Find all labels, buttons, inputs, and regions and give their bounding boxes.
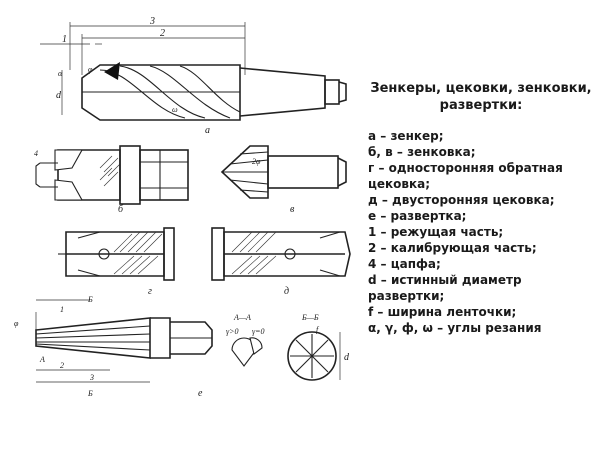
figure-v-label: в	[290, 204, 295, 215]
label-e-dim-1: 1	[60, 305, 64, 314]
label-alpha: α	[58, 69, 63, 78]
label-mark-b-bottom: Б	[87, 389, 93, 398]
section-bb-label: Б—Б	[301, 313, 319, 322]
legend-item: 4 – цапфа;	[368, 257, 441, 271]
figure-e-label: е	[198, 388, 203, 399]
legend-item: б, в – зенковка;	[368, 145, 476, 159]
label-d: d	[56, 90, 62, 101]
figure-d-double-spotface: д	[211, 227, 351, 297]
figure-d-label: д	[284, 286, 289, 297]
figure-e-reamer: 1 2 3 φ Б А Б е	[14, 295, 213, 399]
figure-g-back-spotface: г	[58, 227, 175, 297]
section-bb: Б—Б d f	[287, 313, 350, 381]
legend-item: д – двусторонняя цековка;	[368, 193, 555, 207]
figure-b-countersink: 4 б	[34, 145, 189, 215]
gamma-left: γ>0	[226, 327, 239, 336]
legend-item: d – истинный диаметр развертки;	[368, 273, 522, 303]
figure-b-label: б	[118, 204, 124, 215]
legend-title-line1: Зенкеры, цековки, зенковки,	[370, 81, 592, 96]
legend-title-line2: развертки:	[439, 98, 523, 113]
legend: Зенкеры, цековки, зенковки, развертки: а…	[368, 80, 594, 336]
label-2phi: 2φ	[252, 157, 261, 166]
figure-a-label: а	[205, 125, 210, 136]
figure-a-countersink-drill: d 3 2 1 α φ ω а	[40, 16, 347, 136]
label-dim-3: 3	[149, 16, 155, 27]
label-dim-1: 1	[62, 34, 67, 45]
legend-item: α, γ, ф, ω – углы резания	[368, 321, 542, 335]
label-mark-a: А	[39, 355, 45, 364]
label-e-dim-3: 3	[89, 373, 94, 382]
gamma-right: γ=0	[252, 327, 265, 336]
label-phi-a: φ	[88, 65, 93, 74]
figure-g-label: г	[148, 286, 152, 297]
section-aa-label: А—А	[233, 313, 251, 322]
section-bb-d: d	[344, 352, 350, 363]
section-bb-f: f	[316, 325, 320, 334]
figure-v-conical-countersink: 2φ в	[220, 145, 347, 215]
legend-item: г – односторонняя обратная цековка;	[368, 161, 563, 191]
legend-item: е – развертка;	[368, 209, 467, 223]
label-omega: ω	[172, 105, 178, 114]
legend-item: f – ширина ленточки;	[368, 305, 517, 319]
legend-title: Зенкеры, цековки, зенковки, развертки:	[368, 80, 594, 114]
label-e-phi: φ	[14, 319, 19, 328]
section-aa: А—А γ>0 γ=0	[226, 313, 265, 367]
legend-item: 2 – калибрующая часть;	[368, 241, 537, 255]
label-mark-b-top: Б	[87, 295, 93, 304]
legend-item: а – зенкер;	[368, 129, 444, 143]
legend-item: 1 – режущая часть;	[368, 225, 504, 239]
label-dim-4: 4	[34, 149, 38, 158]
label-dim-2: 2	[160, 28, 165, 39]
label-e-dim-2: 2	[60, 361, 64, 370]
